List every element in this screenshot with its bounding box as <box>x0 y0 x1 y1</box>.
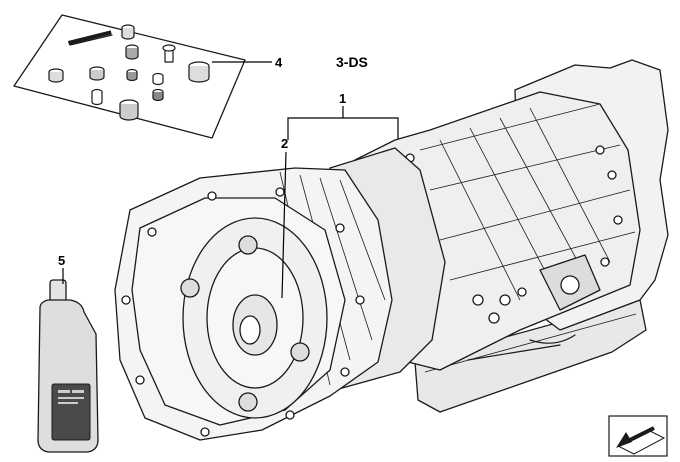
callout-1: 1 <box>339 91 347 106</box>
callout-2: 2 <box>281 136 289 151</box>
callout-4: 4 <box>275 55 283 70</box>
fluid-bottle-icon <box>37 279 99 453</box>
navigation-arrow-icon[interactable] <box>608 415 668 457</box>
callout-5: 5 <box>58 253 66 268</box>
parts-kit-icon <box>13 14 246 139</box>
diagram-title: 3-DS <box>336 54 368 70</box>
transmission-assembly-icon <box>114 59 669 441</box>
